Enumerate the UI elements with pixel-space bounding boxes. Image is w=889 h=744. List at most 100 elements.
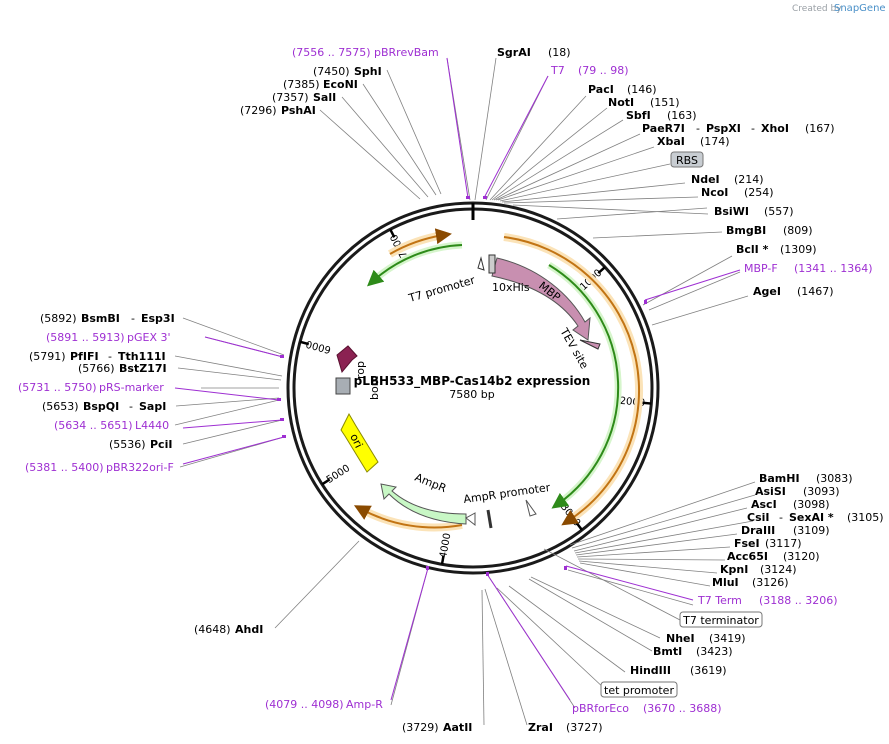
ori-feature[interactable] [340,412,379,473]
feature-label-ampr: AmpR [413,471,449,495]
csii-pos: (3105) [847,511,884,524]
pfifi-pos: (5791) [29,350,66,363]
feature-label-ampr-promoter: AmpR promoter [463,481,552,506]
t7term-name: T7 Term [697,594,742,607]
bmti-name: BmtI [653,645,682,658]
noti-pos: (151) [650,96,680,109]
ampr-feature[interactable] [380,483,467,525]
pfifi-sep: - [108,350,112,363]
bamhi-pos: (3083) [816,472,853,485]
mbpf-range: (1341 .. 1364) [794,262,873,275]
paci-pos: (146) [627,83,657,96]
hindiii-name: HindIII [630,664,671,677]
ndei-name: NdeI [691,173,720,186]
pcii-pos: (5536) [109,438,146,451]
paer7i-sep1: - [696,122,700,135]
feature-label-rop: rop [354,361,367,379]
tet-promoter-arrow[interactable] [525,499,537,517]
pgex3-name: pGEX 3' [127,331,171,344]
t7-terminator-label: T7 terminator [682,614,759,627]
csii-name: CsiI [747,511,769,524]
ndei-pos: (214) [734,173,764,186]
ahdi-name: AhdI [235,623,263,636]
ampr-promoter-mark [486,509,493,529]
aatii-pos: (3729) [402,721,439,734]
sphi-pos: (7450) [313,65,350,78]
l4440-name: L4440 [135,419,169,432]
pbrrevbam-name: pBRrevBam [374,46,439,59]
asci-pos: (3098) [793,498,830,511]
bom-feature[interactable] [335,377,351,395]
his-feature[interactable] [488,254,496,274]
bstz17i-pos: (5766) [78,362,115,375]
agei-name: AgeI [753,285,781,298]
bsiwi-pos: (557) [764,205,794,218]
asisi-name: AsiSI [755,485,786,498]
feature-label-his: 10xHis [492,281,530,294]
bsiwi-name: BsiWI [714,205,749,218]
hindiii-pos: (3619) [690,664,727,677]
frame2-highlight [370,241,463,284]
sgrai-pos: (18) [548,46,571,59]
sphi-name: SphI [354,65,382,78]
tev-feature[interactable] [579,339,601,350]
t7-name: T7 [550,64,565,77]
t7-promoter-arrow[interactable] [477,256,485,271]
tick-label: 4000 [438,532,453,559]
kpni-pos: (3124) [760,563,797,576]
pshai-pos: (7296) [240,104,277,117]
bmti-pos: (3423) [696,645,733,658]
sapi-name: SapI [139,400,166,413]
sgrai-name: SgrAI [497,46,531,59]
orf-t7-arc [389,228,452,255]
pspxi-name: PspXI [706,122,741,135]
plasmid-name: pLBH533_MBP-Cas14b2 expression [354,374,591,389]
tick-mark [642,401,652,405]
tick-label: 5000 [325,463,352,486]
pbr322ori-range: (5381 .. 5400) [25,461,104,474]
draiii-name: DraIII [741,524,775,537]
econi-pos: (7385) [283,78,320,91]
t7term-range: (3188 .. 3206) [759,594,838,607]
pfifi-name: PfIFI [70,350,99,363]
t7-terminator-box [679,611,763,628]
ncoi-pos: (254) [744,186,774,199]
frame-arc [548,264,620,509]
bstz17i-name: BstZ17I [119,362,167,375]
ampr-promoter-arrow[interactable] [465,512,476,527]
xbai-name: XbaI [657,135,685,148]
acc65i-name: Acc65I [727,550,768,563]
mbpf-name: MBP-F [744,262,778,275]
kpni-name: KpnI [720,563,748,576]
csii-sep: - [779,511,783,524]
tth111i-name: Tth111I [118,350,166,363]
credit-brand: SnapGene [834,3,886,14]
pcii-name: PciI [150,438,172,451]
zrai-pos: (3727) [566,721,603,734]
orf-ampr-arc [353,505,463,529]
amp-r-name: Amp-R [346,698,383,711]
rop-feature[interactable] [336,345,358,374]
econi-name: EcoNI [323,78,358,91]
bsmbi-pos: (5892) [40,312,77,325]
amp-r-range: (4079 .. 4098) [265,698,344,711]
mbp-feature[interactable] [491,257,591,341]
draiii-pos: (3109) [793,524,830,537]
bmgbi-name: BmgBI [726,224,766,237]
pshai-name: PshAI [281,104,316,117]
sbfi-pos: (163) [667,109,697,122]
pbr322ori-name: pBR322ori-F [106,461,174,474]
pbrforeco-name: pBRforEco [572,702,629,715]
tick-mark [597,266,606,275]
credit-prefix: Created by [792,4,842,14]
esp3i-name: Esp3I [141,312,175,325]
prsmarker-name: pRS-marker [99,381,164,394]
paer7i-name: PaeR7I [642,122,685,135]
zrai-name: ZraI [528,721,553,734]
bsmbi-sep: - [131,312,135,325]
tick-label: 6000 [305,338,332,355]
tick-mark [440,555,445,565]
fsei-name: FseI [734,537,760,550]
bspqi-pos: (5653) [42,400,79,413]
